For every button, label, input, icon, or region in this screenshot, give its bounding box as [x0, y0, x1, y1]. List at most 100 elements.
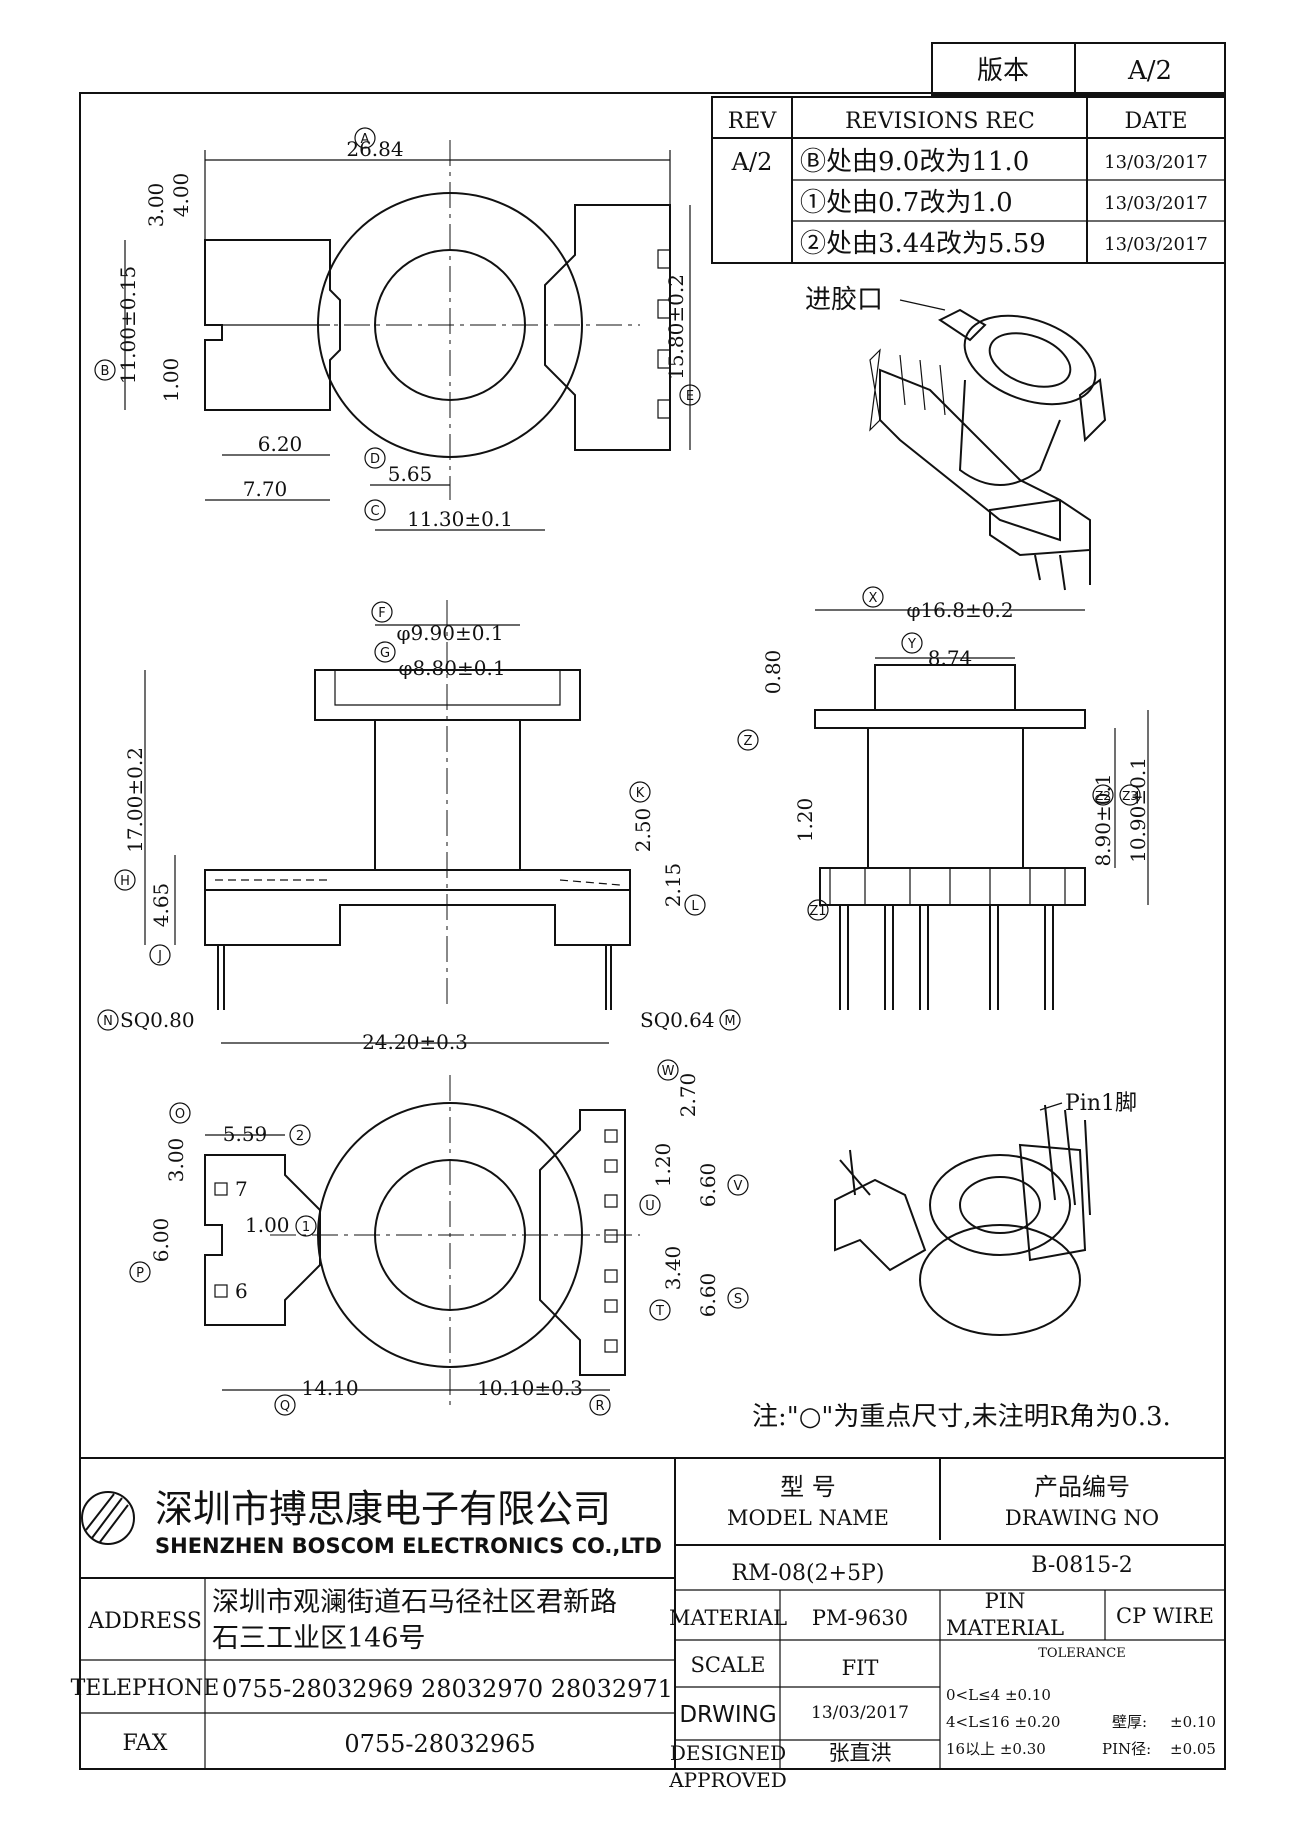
svg-text:Q: Q	[280, 1399, 290, 1414]
material-value: PM-9630	[812, 1606, 908, 1630]
drawing-label-en: DRAWING NO	[1005, 1506, 1159, 1530]
dim-B: 11.00±0.15	[116, 266, 140, 385]
dim-Z2: 8.90±0.1	[1091, 773, 1115, 866]
svg-text:Z: Z	[744, 734, 753, 749]
dim-S: 6.60	[696, 1273, 720, 1318]
approved-label: APPROVED	[668, 1768, 787, 1792]
dim-R: 10.10±0.3	[477, 1376, 583, 1400]
drawing-label-cn: 产品编号	[1034, 1473, 1130, 1501]
svg-text:T: T	[655, 1304, 664, 1319]
dim-3: 3.00	[144, 183, 168, 228]
dim-K: 2.50	[631, 808, 655, 853]
svg-text:E: E	[686, 389, 694, 404]
dim-N: SQ0.80	[120, 1008, 195, 1032]
dim-120: 1.20	[793, 798, 817, 843]
dim-pitch: 24.20±0.3	[362, 1030, 468, 1054]
side-top-flange	[814, 709, 1086, 729]
version-box: 版本 A/2	[931, 42, 1226, 96]
dim-600: 6.00	[149, 1218, 173, 1263]
svg-text:G: G	[380, 646, 390, 661]
svg-text:C: C	[370, 504, 379, 519]
right-terminal-block	[544, 204, 671, 451]
dim-V: 6.60	[696, 1163, 720, 1208]
dim-O: 5.59	[223, 1122, 268, 1146]
side-view: X φ16.8±0.2 Y 8.74 0.80 Z 1.20 Z1 8.90±0…	[737, 586, 1150, 1010]
tolerance-label: TOLERANCE	[1038, 1646, 1125, 1661]
dim-4: 4.00	[169, 173, 193, 218]
svg-text:D: D	[370, 452, 380, 467]
fax-label: FAX	[123, 1731, 168, 1756]
wall-label: 壁厚:	[1112, 1713, 1147, 1731]
drwing-label: DRWING	[679, 1702, 776, 1728]
svg-text:J: J	[157, 949, 162, 964]
dim-620: 6.20	[258, 432, 303, 456]
dim-120b: 1.20	[651, 1143, 675, 1188]
dim-H: 17.00±0.2	[123, 747, 147, 853]
model-value: RM-08(2+5P)	[732, 1561, 885, 1586]
side-pins	[839, 905, 1054, 1010]
svg-text:L: L	[691, 899, 699, 914]
dim-G: φ8.80±0.1	[398, 656, 505, 680]
pin1-callout: Pin1脚	[1065, 1091, 1137, 1116]
dim-A: 26.84	[346, 137, 403, 161]
designed-label: DESIGNED	[670, 1741, 786, 1765]
dim-340: 3.40	[661, 1246, 685, 1291]
address-label: ADDRESS	[87, 1609, 202, 1634]
dim-F: φ9.90±0.1	[396, 621, 503, 645]
telephone-value: 0755-28032969 28032970 28032971	[222, 1675, 673, 1703]
revision-row-1: Ⓑ处由9.0改为11.0	[800, 147, 1029, 177]
revision-date-1: 13/03/2017	[1104, 152, 1208, 173]
dim-Z3: 10.90±0.1	[1126, 757, 1150, 863]
side-core	[867, 727, 1024, 869]
dim-100: 1.00	[245, 1213, 290, 1237]
company-logo	[81, 1491, 135, 1545]
svg-text:Z2: Z2	[1095, 789, 1111, 803]
dim-465: 4.65	[149, 883, 173, 928]
bottom-view: 7 6 O 5.59 2 3.00 6.00 P 1.00 1 W 2.70 1…	[129, 1059, 749, 1416]
svg-text:M: M	[724, 1014, 735, 1029]
tolerance-2: 4<L≤16 ±0.20	[946, 1713, 1060, 1731]
svg-text:A: A	[361, 132, 370, 147]
model-label-cn: 型 号	[780, 1473, 836, 1501]
svg-text:U: U	[645, 1199, 655, 1214]
material-label: MATERIAL	[669, 1606, 787, 1630]
telephone-label: TELEPHONE	[71, 1676, 220, 1701]
svg-text:S: S	[734, 1292, 742, 1307]
company-name-cn: 深圳市搏思康电子有限公司	[155, 1487, 611, 1531]
version-value: A/2	[1127, 56, 1172, 86]
dim-770: 7.70	[243, 477, 288, 501]
rev-header: REV	[728, 109, 778, 134]
svg-text:O: O	[175, 1107, 185, 1122]
svg-text:2: 2	[296, 1129, 304, 1144]
top-view: A 26.84 11.00±0.15 B 3.00 4.00 1.00 15.8…	[94, 127, 701, 531]
dim-Q: 14.10	[301, 1376, 358, 1400]
title-block: 深圳市搏思康电子有限公司 SHENZHEN BOSCOM ELECTRONICS…	[71, 1457, 1225, 1792]
rev-value: A/2	[731, 148, 773, 176]
svg-text:N: N	[103, 1014, 113, 1029]
svg-text:P: P	[136, 1266, 144, 1281]
version-label: 版本	[977, 56, 1029, 86]
svg-text:F: F	[378, 606, 385, 621]
pin-7-label: 7	[235, 1177, 248, 1201]
revision-row-2: ①处由0.7改为1.0	[800, 188, 1013, 218]
dim-M: SQ0.64	[640, 1008, 715, 1032]
pin-material-label-2: MATERIAL	[946, 1616, 1064, 1640]
company-name-en: SHENZHEN BOSCOM ELECTRONICS CO.,LTD	[155, 1534, 662, 1558]
front-view: F φ9.90±0.1 G φ8.80±0.1 17.00±0.2 H 4.65…	[97, 600, 741, 1054]
dim-E: 15.80±0.2	[664, 274, 688, 380]
dim-W: 2.70	[676, 1073, 700, 1118]
designed-value: 张直洪	[829, 1741, 892, 1765]
scale-value: FIT	[842, 1656, 879, 1680]
drawing-value: B-0815-2	[1031, 1553, 1132, 1578]
svg-text:Z3: Z3	[1122, 789, 1138, 803]
revision-row-3: ②处由3.44改为5.59	[800, 229, 1046, 259]
tolerance-1: 0<L≤4 ±0.10	[946, 1686, 1051, 1704]
svg-text:Y: Y	[907, 637, 916, 652]
model-label-en: MODEL NAME	[727, 1506, 889, 1530]
svg-text:W: W	[662, 1064, 675, 1079]
svg-text:K: K	[636, 786, 645, 801]
wall-value: ±0.10	[1170, 1713, 1216, 1731]
pin-dia-label: PIN径:	[1102, 1740, 1151, 1758]
sheet-border	[79, 92, 1226, 1770]
